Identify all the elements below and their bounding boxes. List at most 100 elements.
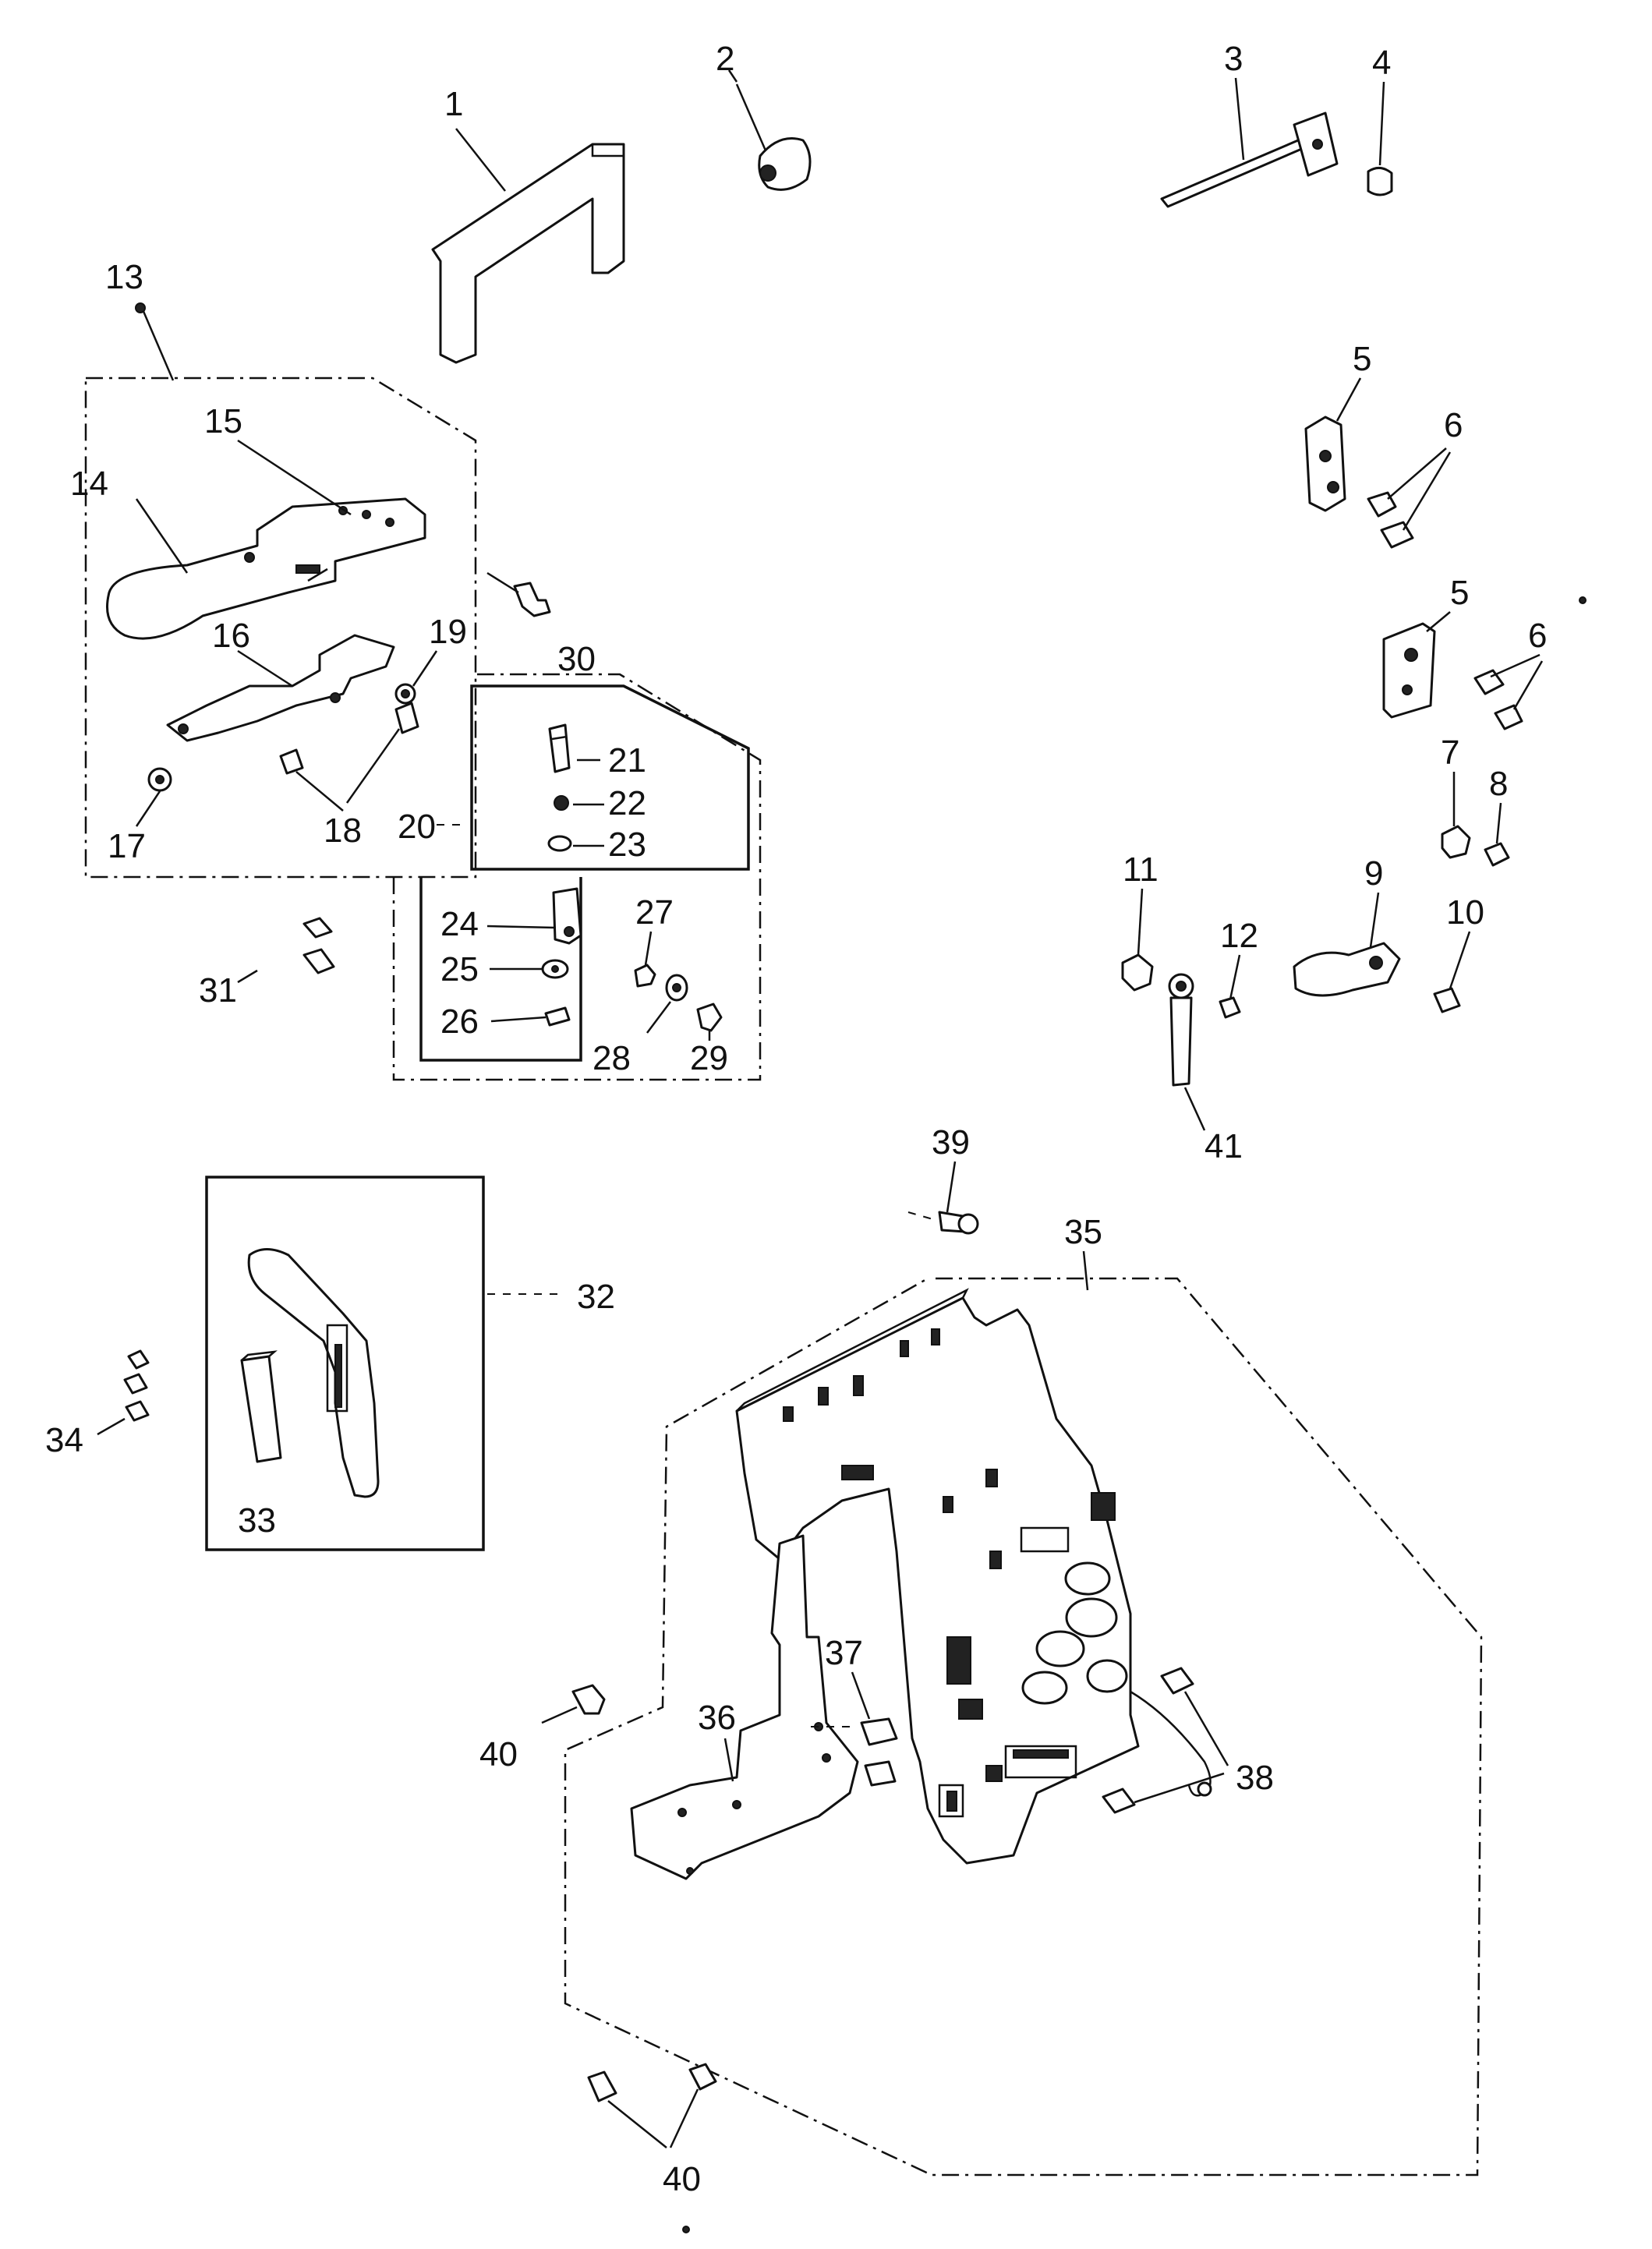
part-number-38: 38 [1236, 1759, 1274, 1797]
part-8-screw [1484, 842, 1510, 867]
leader-screw [486, 571, 519, 594]
group-32-box [205, 1176, 485, 1551]
part-40-lower-screws [587, 2063, 717, 2102]
part-31-screws [302, 917, 335, 974]
part-9-switch [1293, 942, 1401, 997]
part-6-lower-screws [1473, 669, 1523, 730]
part-10-screw [1433, 987, 1461, 1013]
part-number-14: 14 [70, 465, 108, 503]
group-30-boundary [470, 684, 750, 871]
part-35-circuit-board [735, 1288, 1212, 1865]
part-number-35: 35 [1064, 1213, 1102, 1251]
group-13-boundary [84, 377, 477, 879]
part-number-20: 20 [398, 808, 436, 846]
part-32-bracket [247, 1248, 380, 1498]
part-4-nut [1367, 167, 1393, 196]
leader-17 [135, 790, 161, 827]
leader-6a-1 [1387, 447, 1447, 500]
part-number-3: 3 [1224, 40, 1243, 78]
part-number-4: 4 [1372, 44, 1391, 82]
part-37-spacers [860, 1717, 898, 1787]
leader-5b [1426, 611, 1451, 632]
part-34-screws [123, 1349, 150, 1422]
part-12-screw [1219, 996, 1241, 1019]
part-number-9: 9 [1364, 854, 1383, 893]
part-number-41: 41 [1205, 1127, 1243, 1165]
part-number-6: 6 [1528, 617, 1547, 655]
leader-39-dash [907, 1211, 936, 1221]
part-number-33: 33 [238, 1501, 276, 1540]
group-20-inner [419, 877, 582, 1062]
part-38-screws [1102, 1667, 1194, 1814]
leader-12 [1229, 954, 1241, 1000]
leader-28 [646, 1001, 671, 1034]
part-number-6: 6 [1444, 406, 1463, 444]
part-number-30: 30 [557, 640, 596, 678]
leader-10 [1449, 931, 1471, 989]
part-number-37: 37 [825, 1634, 863, 1672]
leader-5a [1335, 377, 1362, 422]
part-1-bracket [431, 143, 625, 364]
part-16-lever [166, 634, 395, 742]
part-number-11: 11 [1123, 850, 1159, 889]
leader-38-2 [1134, 1772, 1225, 1804]
part-27-nut [634, 964, 656, 988]
stray-mark [1579, 596, 1587, 604]
part-number-40: 40 [479, 1735, 518, 1773]
part-number-18: 18 [324, 812, 362, 850]
leader-40a [541, 1706, 578, 1724]
part-7-clip [1441, 825, 1471, 859]
leader-14 [135, 498, 189, 574]
part-number-32: 32 [577, 1278, 615, 1316]
screw-near-30 [513, 582, 551, 617]
leader-24 [486, 925, 556, 929]
leader-40b-2 [669, 2088, 699, 2148]
part-number-29: 29 [690, 1039, 728, 1077]
leader-38-1 [1183, 1691, 1229, 1766]
leader-15 [237, 439, 352, 516]
part-number-26: 26 [440, 1003, 479, 1041]
part-13-screw [135, 302, 146, 313]
leader-13 [139, 303, 175, 381]
leader-9 [1369, 892, 1380, 948]
leader-3 [1234, 77, 1245, 161]
leader-39 [946, 1161, 957, 1213]
part-number-28: 28 [593, 1039, 631, 1077]
part-number-15: 15 [204, 402, 242, 440]
part-number-21: 21 [608, 741, 646, 780]
part-39-screw [938, 1211, 979, 1235]
stray-mark [682, 2226, 690, 2233]
leader-26 [490, 1016, 547, 1023]
leader-18-1 [295, 771, 344, 812]
leader-35 [1082, 1250, 1089, 1291]
part-number-12: 12 [1220, 917, 1258, 955]
part-number-2: 2 [716, 40, 734, 78]
part-number-8: 8 [1489, 765, 1508, 803]
part-number-24: 24 [440, 905, 479, 943]
part-25-washer [541, 959, 569, 979]
part-5-lower-bracket [1382, 622, 1436, 719]
leader-40b-1 [607, 2100, 667, 2148]
leader-27 [644, 931, 653, 966]
part-36-bracket [630, 1534, 859, 1880]
part-number-39: 39 [932, 1123, 970, 1162]
part-number-16: 16 [212, 617, 250, 655]
part-17-washer [147, 767, 172, 792]
part-40-upper-screw [571, 1684, 606, 1715]
leader-41 [1183, 1087, 1206, 1131]
part-number-7: 7 [1441, 734, 1459, 772]
leader-11 [1137, 888, 1144, 956]
part-5-upper-bracket [1304, 415, 1346, 512]
leader-8 [1495, 802, 1502, 844]
group-20-boundary [392, 673, 762, 1081]
leader-18-2 [345, 728, 401, 804]
group-35-boundary [564, 1277, 1483, 2177]
part-29-screw [696, 1003, 723, 1032]
part-number-13: 13 [105, 258, 143, 296]
part-number-1: 1 [444, 85, 463, 123]
part-number-36: 36 [698, 1699, 736, 1737]
leader-4 [1378, 81, 1385, 166]
leader-34 [97, 1417, 126, 1436]
part-number-23: 23 [608, 826, 646, 864]
